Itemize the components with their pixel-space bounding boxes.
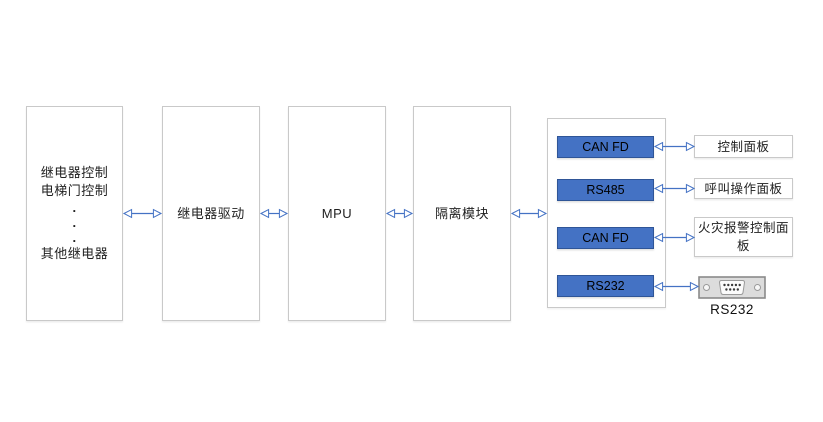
db9-serial-connector-icon [698,276,766,299]
arrow-rs485-to-call-panel [653,183,696,194]
block-relay-driver: 继电器驱动 [162,106,260,321]
interface-rs232: RS232 [557,275,654,297]
ellipsis-dot: . [72,230,77,245]
interface-canfd-1: CAN FD [557,136,654,158]
block-isolation-module-label: 隔离模块 [434,205,489,221]
interface-rs232-label: RS232 [586,279,625,293]
db9-pins [723,283,741,291]
arrow-canfd2-to-fire-panel [653,232,696,243]
block-mpu: MPU [288,106,386,321]
interface-rs485-label: RS485 [586,183,625,197]
ellipsis-dot: . [72,200,77,215]
interface-canfd-1-label: CAN FD [582,140,629,154]
block-relay-outputs-line: 电梯门控制 [40,183,109,198]
block-relay-outputs-line: 继电器控制 [40,165,109,180]
interface-canfd-2-label: CAN FD [582,231,629,245]
arrow-canfd1-to-control-panel [653,141,696,152]
panel-control-label: 控制面板 [717,139,770,154]
panel-call-operation: 呼叫操作面板 [694,178,793,199]
arrow-rs232-to-connector [653,281,700,292]
panel-fire-alarm-control-label-line1: 火灾报警控制面 [697,221,789,235]
arrow-driver-to-mpu [259,208,289,219]
panel-fire-alarm-control-label-line2: 板 [736,239,750,253]
block-mpu-label: MPU [321,205,353,221]
panel-fire-alarm-control: 火灾报警控制面 板 [694,217,793,257]
block-relay-outputs-line: 其他继电器 [40,246,109,261]
arrow-relay-to-driver [122,208,163,219]
interface-canfd-2: CAN FD [557,227,654,249]
connector-caption: RS232 [710,302,754,317]
ellipsis-dot: . [72,215,77,230]
block-isolation-module: 隔离模块 [413,106,511,321]
panel-control: 控制面板 [694,135,793,158]
panel-call-operation-label: 呼叫操作面板 [704,181,783,196]
interface-rs485: RS485 [557,179,654,201]
block-relay-outputs: 继电器控制 电梯门控制 . . . 其他继电器 [26,106,123,321]
arrow-mpu-to-isolation [385,208,414,219]
arrow-isolation-to-interfaces [510,208,548,219]
block-relay-driver-label: 继电器驱动 [177,205,245,221]
